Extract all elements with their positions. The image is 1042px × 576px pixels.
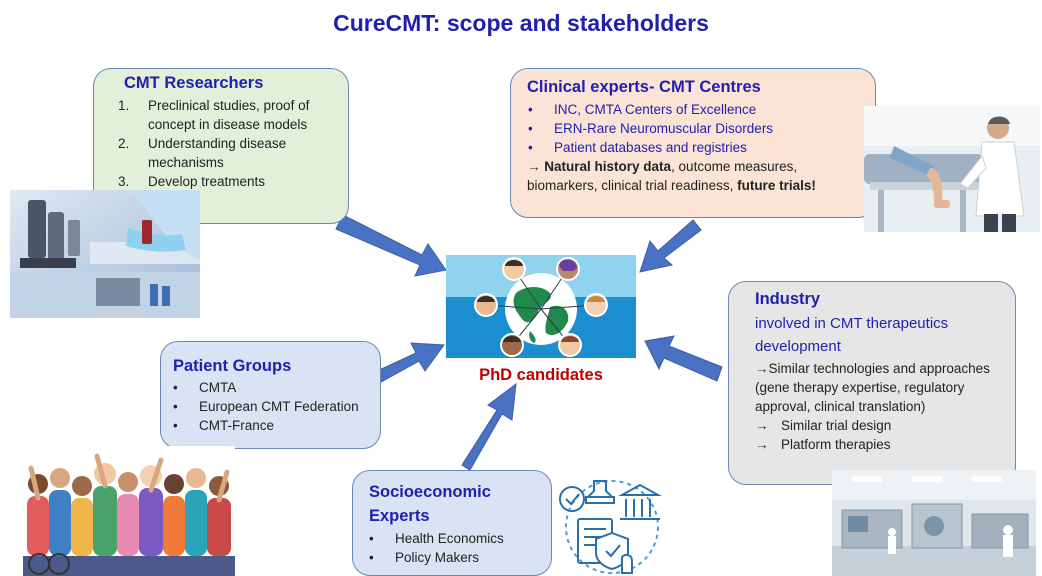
list-item: •Health Economics — [369, 531, 504, 546]
patients-list: •CMTA •European CMT Federation •CMT-Fran… — [173, 378, 372, 435]
socio-heading: Socioeconomic Experts — [369, 483, 491, 525]
arrow-from-socio — [461, 382, 517, 471]
diagram-title: CureCMT: scope and stakeholders — [333, 10, 709, 36]
list-item: 2.Understanding disease mechanisms — [118, 136, 287, 170]
center-label: PhD candidates — [479, 366, 603, 384]
arrow-from-patients — [374, 342, 445, 383]
arrow-from-industry — [644, 335, 723, 382]
arrow-from-researchers — [335, 214, 447, 277]
industry-list: →Similar trial design →Platform therapie… — [755, 416, 1007, 454]
list-item: →Similar trial design — [755, 418, 892, 433]
researchers-heading: CMT Researchers — [124, 74, 264, 92]
clinical-list: •INC, CMTA Centers of Excellence •ERN-Ra… — [527, 100, 865, 157]
industry-subheading: involved in CMT therapeutics development — [755, 315, 949, 355]
factory-photo — [832, 470, 1036, 576]
list-item: •CMTA — [173, 380, 237, 395]
patients-heading: Patient Groups — [173, 357, 292, 375]
doctor-photo — [864, 106, 1040, 232]
industry-heading: Industry — [755, 290, 821, 308]
socio-box: Socioeconomic Experts •Health Economics … — [352, 470, 552, 576]
globe-network-icon — [446, 255, 636, 358]
socio-list: •Health Economics •Policy Makers — [369, 529, 543, 567]
stamp-government-certificate-icon — [556, 473, 664, 576]
researchers-list: 1.Preclinical studies, proof of concept … — [118, 96, 338, 191]
list-item: •Policy Makers — [369, 550, 480, 565]
clinical-note: → Natural history data, outcome measures… — [527, 159, 816, 193]
patients-box: Patient Groups •CMTA •European CMT Feder… — [160, 341, 381, 449]
list-item: →Platform therapies — [755, 437, 891, 452]
globe-network-image — [446, 255, 636, 358]
list-item: •ERN-Rare Neuromuscular Disorders — [528, 121, 774, 136]
list-item: •CMT-France — [173, 418, 275, 433]
crowd-photo — [23, 446, 235, 576]
list-item: •European CMT Federation — [173, 399, 359, 414]
list-item: 1.Preclinical studies, proof of concept … — [118, 98, 310, 132]
lab-photo — [10, 190, 200, 318]
industry-line1: →Similar technologies and approaches (ge… — [755, 361, 990, 414]
arrow-from-clinical — [639, 219, 702, 273]
clinical-box: Clinical experts- CMT Centres •INC, CMTA… — [510, 68, 876, 218]
list-item: •INC, CMTA Centers of Excellence — [528, 102, 757, 117]
list-item: •Patient databases and registries — [528, 140, 747, 155]
industry-box: Industry involved in CMT therapeutics de… — [728, 281, 1016, 485]
clinical-heading: Clinical experts- CMT Centres — [527, 78, 761, 96]
list-item: 3.Develop treatments — [118, 174, 266, 189]
